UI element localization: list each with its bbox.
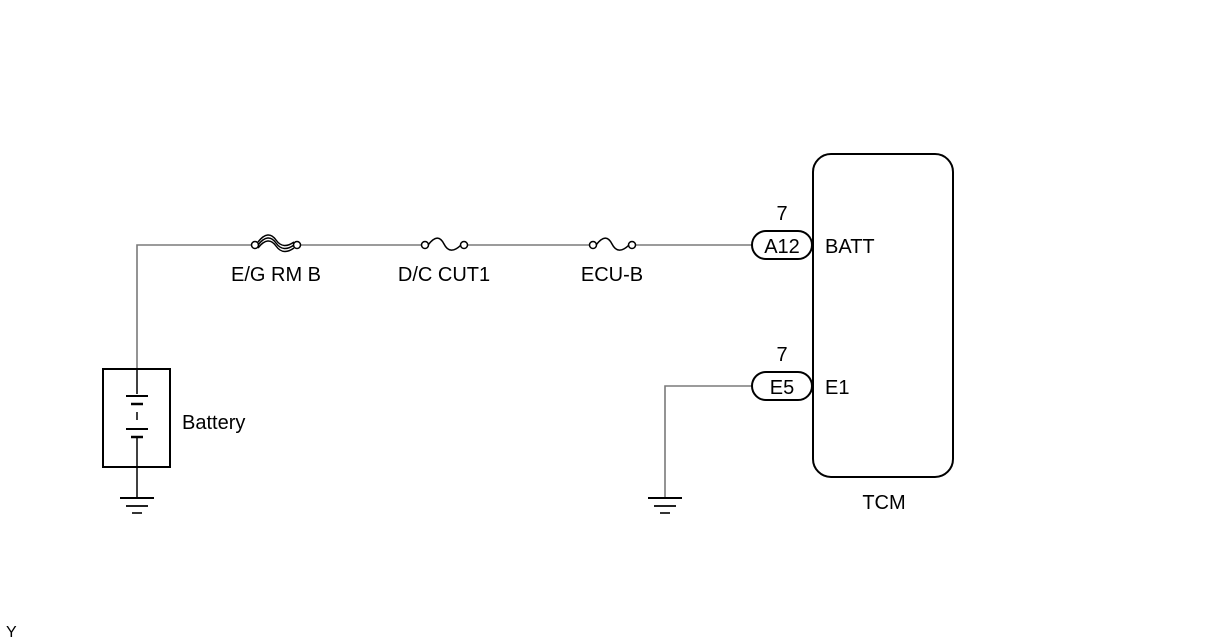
connector-e5: [751, 371, 813, 401]
fuse-label-ecu-b: ECU-B: [581, 264, 643, 286]
terminal-label-batt: BATT: [825, 236, 875, 258]
ground-symbol-battery: [120, 497, 154, 514]
fuse-label-eg-rm-b: E/G RM B: [231, 264, 321, 286]
pin-number-e5: 7: [776, 344, 787, 366]
power-wire: [136, 244, 752, 370]
connector-label-a12: A12: [764, 236, 800, 258]
fuse-label-dc-cut1: D/C CUT1: [398, 264, 490, 286]
tcm-box: [812, 153, 954, 478]
ecu-label-tcm: TCM: [862, 492, 905, 514]
corner-mark: Y: [6, 624, 17, 641]
pin-number-a12: 7: [776, 203, 787, 225]
battery-label: Battery: [182, 412, 245, 434]
ground-symbol-tcm: [648, 497, 682, 514]
fuse-dc-cut1: [420, 237, 469, 251]
terminal-label-e1: E1: [825, 377, 849, 399]
fuse-ecu-b: [588, 237, 637, 251]
battery-symbol: [102, 368, 171, 468]
fusible-link-eg-rm-b: [250, 234, 302, 253]
ground-wire-tcm: [664, 385, 752, 497]
connector-label-e5: E5: [770, 377, 794, 399]
